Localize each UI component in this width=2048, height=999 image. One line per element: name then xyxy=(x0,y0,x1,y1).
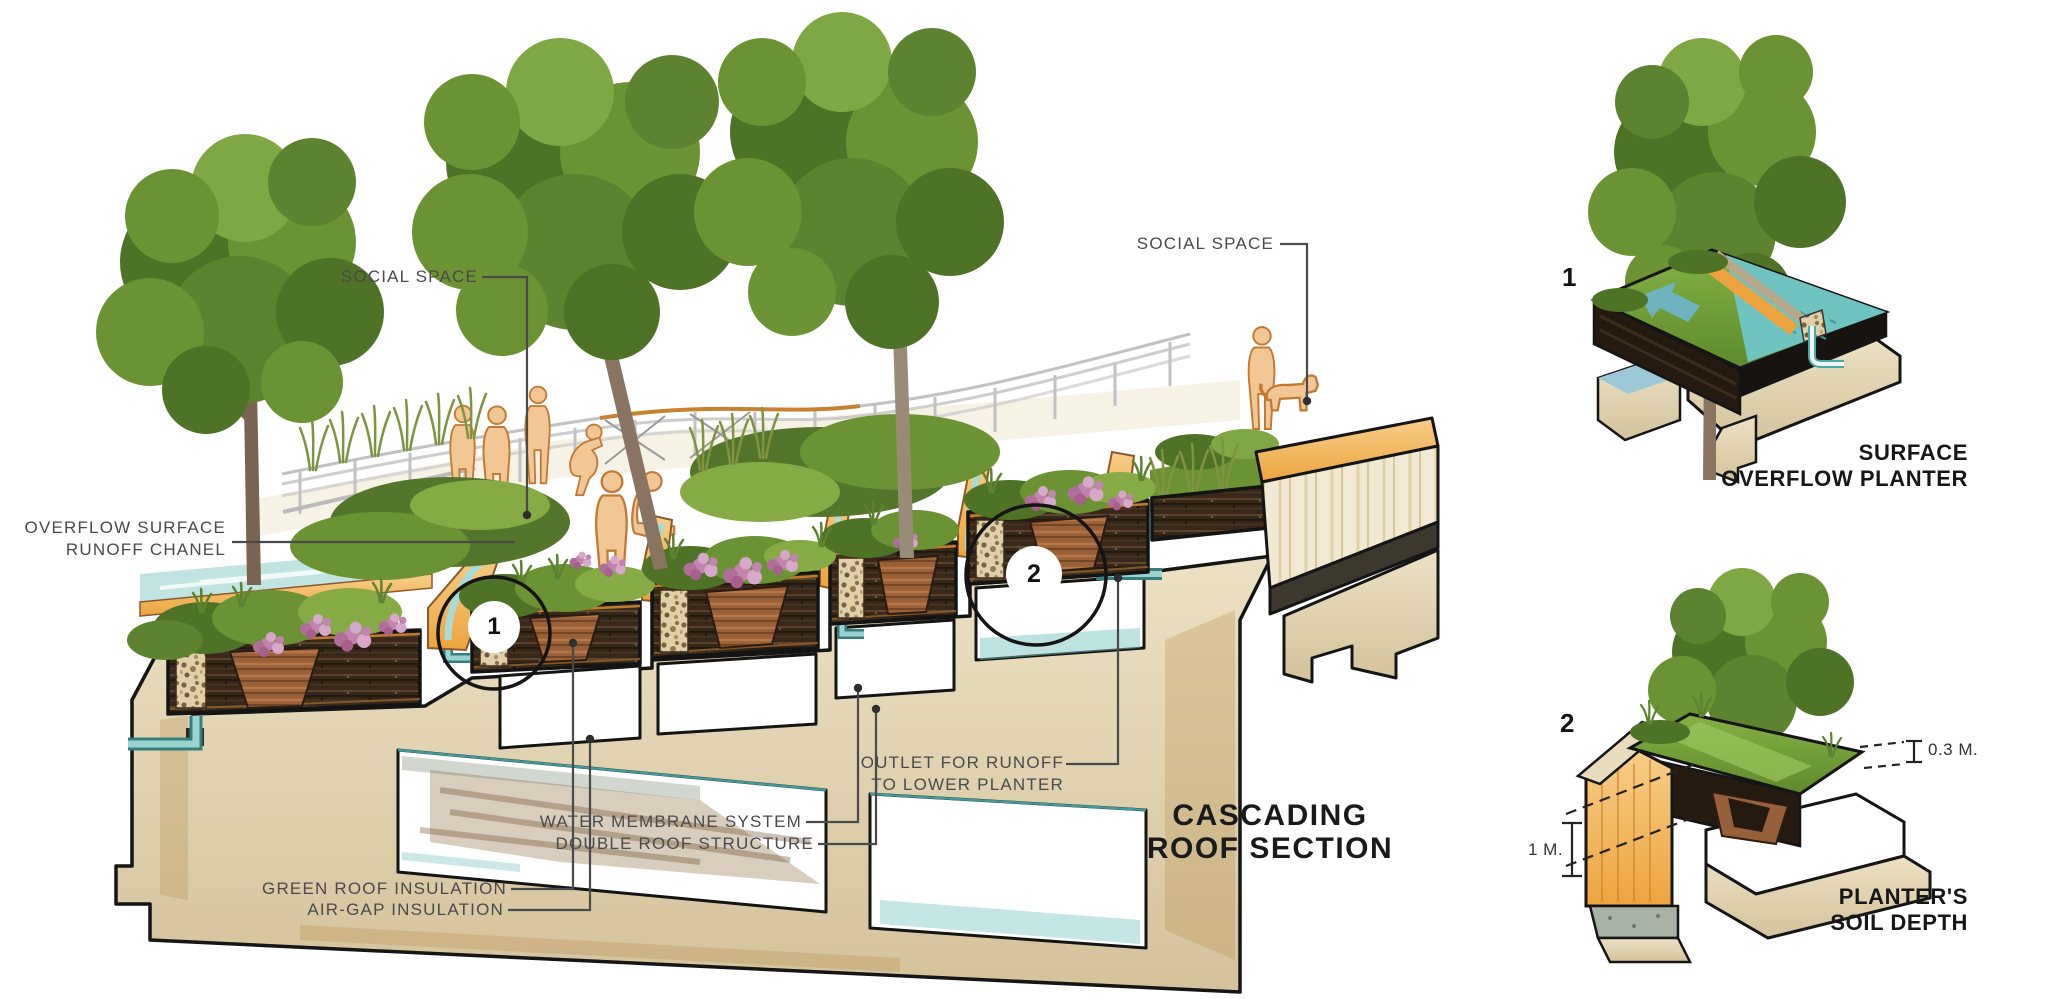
planter-vegetation xyxy=(127,455,1156,660)
drain-pipe xyxy=(128,716,204,751)
back-vegetation xyxy=(290,386,1279,580)
label-overflow-line1: OVERFLOW SURFACE xyxy=(24,518,226,537)
label-double-roof-structure: DOUBLE ROOF STRUCTURE xyxy=(555,834,814,853)
label-green-roof-insulation: GREEN ROOF INSULATION xyxy=(262,879,507,898)
detail1-number: 1 xyxy=(1562,262,1577,292)
person-with-dog xyxy=(1247,326,1276,430)
label-outlet-line2: TO LOWER PLANTER xyxy=(871,775,1064,794)
diagram-title: CASCADING ROOF SECTION xyxy=(1120,799,1420,865)
label-water-membrane-system: WATER MEMBRANE SYSTEM xyxy=(539,812,802,831)
detail2-dimension-marks xyxy=(1562,739,1922,878)
detail1-title-line2: OVERFLOW PLANTER xyxy=(1721,466,1968,491)
label-overflow-line2: RUNOFF CHANEL xyxy=(65,540,226,559)
main-section xyxy=(96,12,1440,994)
detail1-title: SURFACE OVERFLOW PLANTER xyxy=(1721,440,1968,492)
label-outlet-for-runoff: OUTLET FOR RUNOFF TO LOWER PLANTER xyxy=(861,752,1064,796)
dimension-depth: 0.3 M. xyxy=(1928,740,1979,759)
label-overflow-runoff-channel: OVERFLOW SURFACE RUNOFF CHANEL xyxy=(24,517,226,561)
diagram-title-line2: ROOF SECTION xyxy=(1146,832,1394,865)
diagram-title-line1: CASCADING xyxy=(1172,799,1368,832)
room-washes xyxy=(397,628,1147,944)
callout-circle-2 xyxy=(964,503,1108,647)
detail2-number: 2 xyxy=(1560,708,1575,738)
callout-number-1: 1 xyxy=(468,601,520,653)
concrete-wash xyxy=(160,610,1235,972)
callout-circles xyxy=(436,503,1108,691)
dimension-height: 1 M. xyxy=(1528,840,1564,859)
label-air-gap-insulation: AIR-GAP INSULATION xyxy=(307,900,504,919)
label-outlet-line1: OUTLET FOR RUNOFF xyxy=(860,753,1064,772)
tree-center xyxy=(412,38,738,570)
detail2-title-line1: PLANTER'S xyxy=(1838,884,1968,909)
tree-left xyxy=(96,134,384,585)
label-social-space-left: SOCIAL SPACE xyxy=(340,267,478,286)
label-social-space-right: SOCIAL SPACE xyxy=(1136,234,1274,253)
leader-lines xyxy=(232,242,1312,912)
callout-number-2: 2 xyxy=(1006,546,1062,602)
tree-right xyxy=(694,12,1004,558)
timber-wall xyxy=(1254,416,1440,684)
detail1-title-line1: SURFACE xyxy=(1858,440,1968,465)
detail2-title-line2: SOIL DEPTH xyxy=(1830,910,1968,935)
detail-planters-soil-depth xyxy=(1562,568,1932,964)
detail2-tree xyxy=(1648,568,1854,790)
callout-circle-1 xyxy=(436,575,552,691)
detail-surface-overflow-planter xyxy=(1588,35,1902,484)
detail2-title: PLANTER'S SOIL DEPTH xyxy=(1830,884,1968,936)
